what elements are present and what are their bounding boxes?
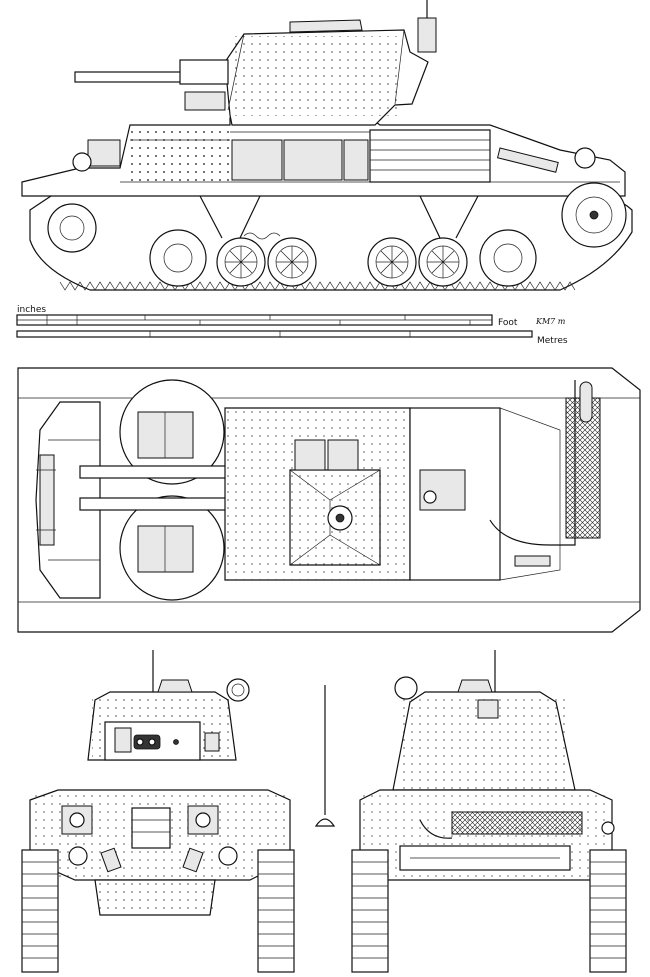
side-track-links (59, 281, 576, 291)
engine-deck-louvres (369, 129, 491, 183)
scale-units-inches: inches (17, 305, 46, 315)
plan-gun-right (79, 497, 231, 511)
rear-elevation (351, 650, 627, 973)
front-driver-hood (87, 139, 121, 167)
side-locker-2 (283, 139, 343, 181)
plan-gun-left (79, 465, 231, 479)
artist-signature: KM7 m (535, 317, 566, 326)
side-exhaust (496, 147, 559, 173)
side-track (29, 189, 633, 291)
rear-track-right (589, 849, 627, 973)
front-elevation (21, 650, 295, 973)
front-lamp (226, 678, 250, 702)
gun-mantlet (179, 59, 229, 85)
rear-louvre (451, 811, 583, 835)
side-locker-1 (231, 139, 283, 181)
center-antenna-mast (314, 685, 336, 827)
suspension-arms (199, 195, 479, 239)
scale-units-metres: Metres (537, 336, 568, 346)
side-road-wheels (149, 229, 537, 287)
plan-nose (35, 401, 101, 599)
scale-units-foot: Foot (498, 318, 518, 328)
front-track-right (257, 849, 295, 973)
side-elevation (21, 0, 633, 291)
plan-exhaust-pipe (489, 380, 576, 546)
turret-periscope (417, 17, 437, 53)
turret-cupola (289, 19, 363, 33)
front-idler (47, 203, 97, 253)
front-driver-visor (131, 807, 171, 849)
rear-track-left (351, 849, 389, 973)
plan-view (17, 367, 641, 633)
front-track-left (21, 849, 59, 973)
scale-bar: inches Foot Metres KM7 m (16, 305, 568, 346)
